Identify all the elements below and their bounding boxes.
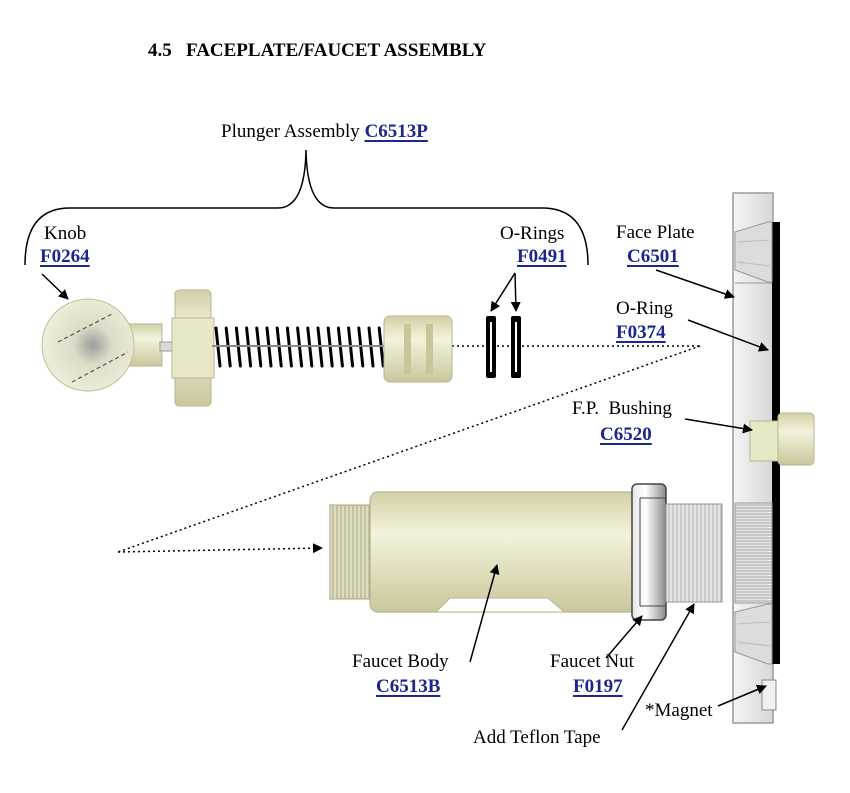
fp-bushing-part-link[interactable]: C6520 <box>600 424 652 445</box>
magnet-label: *Magnet <box>645 700 713 721</box>
faucet-body-leader <box>469 564 500 663</box>
faucet-nut-part <box>631 483 723 621</box>
knob-part-link[interactable]: F0264 <box>40 246 90 267</box>
face-plate-leader <box>655 269 735 299</box>
o-ring-leader <box>687 319 769 352</box>
faucet-body-label: Faucet Body <box>352 651 449 672</box>
faucet-nut-label: Faucet Nut <box>550 651 634 672</box>
plunger-o-rings-part <box>486 316 521 378</box>
face-plate-part-link[interactable]: C6501 <box>627 246 679 267</box>
fp-bushing-part <box>749 412 815 466</box>
faucet-nut-part-link[interactable]: F0197 <box>573 676 623 697</box>
magnet-leader <box>717 684 767 707</box>
plunger-assembly-part-link[interactable]: C6513P <box>364 121 428 142</box>
faucet-body-part <box>329 491 641 613</box>
plunger-assembly-text: Plunger Assembly <box>221 121 360 142</box>
o-ring-label: O-Ring <box>616 298 673 319</box>
fp-bushing-label: F.P. Bushing <box>572 398 672 419</box>
faucet-body-part-link[interactable]: C6513B <box>376 676 441 697</box>
plunger-assembly-label: Plunger Assembly C6513P <box>221 121 428 143</box>
o-rings-part-link[interactable]: F0491 <box>517 246 567 267</box>
knob-label: Knob <box>44 223 87 244</box>
o-rings-leader-right <box>510 272 521 312</box>
fp-bushing-leader <box>684 418 753 434</box>
faucet-nut-leader <box>605 615 643 659</box>
face-plate-label: Face Plate <box>616 222 695 243</box>
page-title: 4.5 FACEPLATE/FAUCET ASSEMBLY <box>148 40 487 61</box>
knob-part <box>41 298 163 392</box>
plunger-collar-part <box>171 289 215 407</box>
plunger-assembly-brace <box>24 149 589 266</box>
plunger-head-part <box>383 315 453 383</box>
o-rings-label: O-Rings <box>500 223 565 244</box>
teflon-tape-label: Add Teflon Tape <box>473 727 601 748</box>
o-rings-leader-left <box>490 272 516 312</box>
o-ring-part-link[interactable]: F0374 <box>616 322 666 343</box>
knob-leader <box>41 273 69 300</box>
teflon-tape-leader <box>621 603 695 731</box>
